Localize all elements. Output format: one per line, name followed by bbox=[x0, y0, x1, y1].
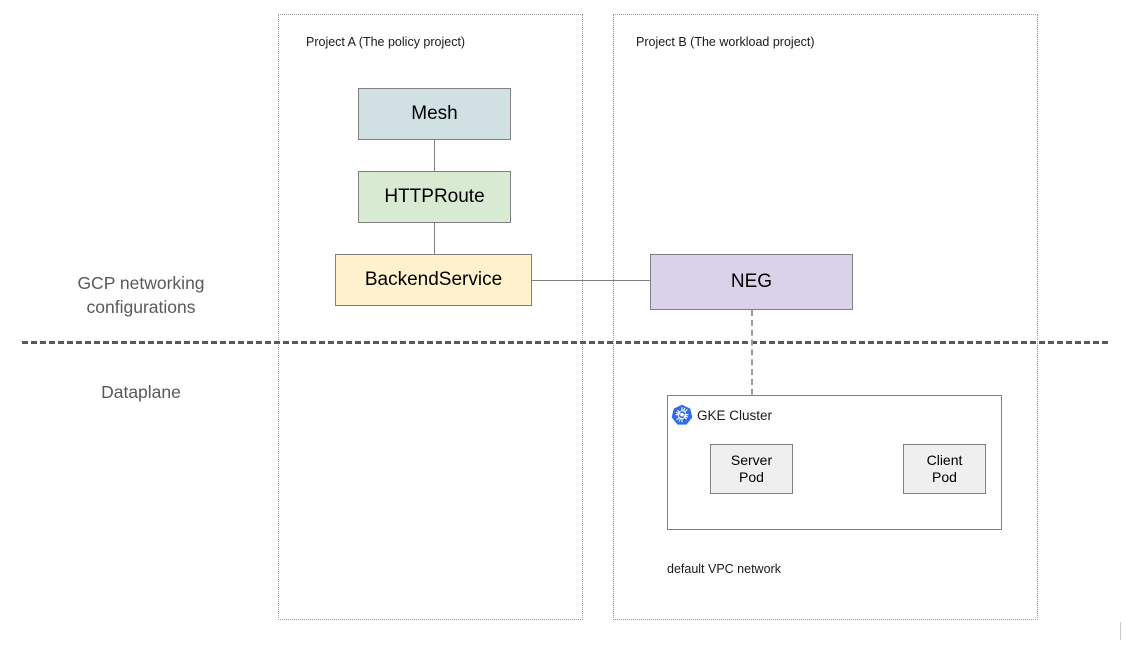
node-backendservice-label: BackendService bbox=[364, 268, 503, 290]
node-server-pod[interactable]: Server Pod bbox=[710, 444, 793, 494]
node-httproute[interactable]: HTTPRoute bbox=[358, 171, 511, 223]
connector-neg-to-server-pod bbox=[751, 310, 753, 444]
project-b-container bbox=[613, 14, 1038, 620]
project-a-container bbox=[278, 14, 583, 620]
connector-mesh-to-httproute bbox=[434, 140, 435, 173]
node-httproute-label: HTTPRoute bbox=[384, 185, 485, 207]
node-backendservice[interactable]: BackendService bbox=[335, 254, 532, 306]
project-a-label: Project A (The policy project) bbox=[306, 35, 466, 49]
project-b-label: Project B (The workload project) bbox=[636, 35, 815, 49]
default-vpc-network-label: default VPC network bbox=[667, 562, 781, 576]
node-neg-label: NEG bbox=[730, 270, 773, 292]
kubernetes-icon bbox=[671, 404, 693, 426]
canvas-edge-tick bbox=[1120, 622, 1121, 640]
node-server-pod-label: Server Pod bbox=[730, 452, 773, 485]
layer-label-gcp-networking: GCP networking configurations bbox=[77, 273, 205, 317]
layer-label-dataplane: Dataplane bbox=[101, 382, 181, 402]
connector-httproute-to-backendservice bbox=[434, 223, 435, 255]
node-client-pod-label: Client Pod bbox=[926, 452, 963, 485]
node-mesh-label: Mesh bbox=[411, 102, 458, 124]
node-mesh[interactable]: Mesh bbox=[358, 88, 511, 140]
layer-divider bbox=[22, 341, 1108, 344]
node-client-pod[interactable]: Client Pod bbox=[903, 444, 986, 494]
connector-backendservice-to-neg bbox=[531, 280, 651, 281]
gke-cluster-title: GKE Cluster bbox=[697, 408, 773, 423]
node-neg[interactable]: NEG bbox=[650, 254, 853, 310]
